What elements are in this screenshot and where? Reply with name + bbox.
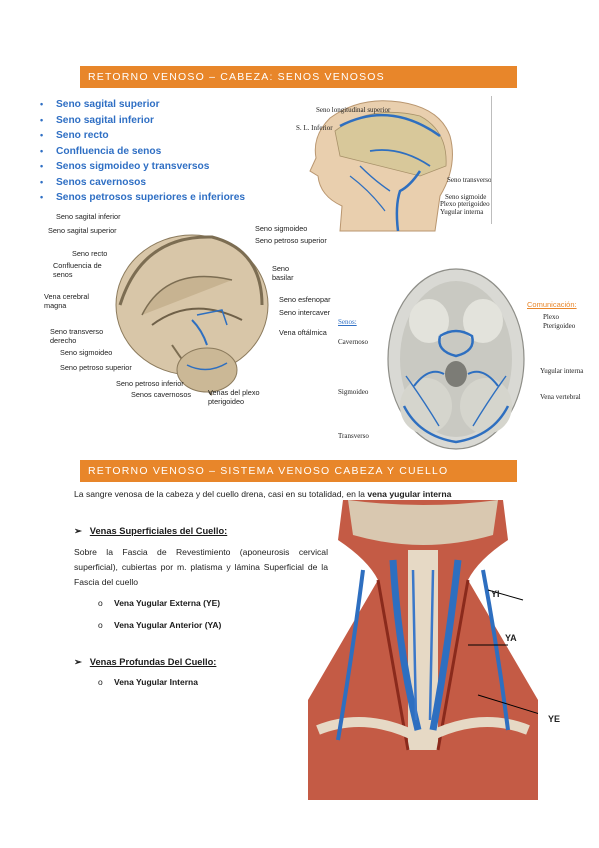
- superficiales-text: Sobre la Fascia de Revestimiento (aponeu…: [74, 547, 328, 587]
- label-ya: YA: [505, 633, 517, 643]
- label-sigmoideo-right: Seno sigmoideo: [255, 224, 308, 233]
- arrow-icon: ➢: [74, 657, 82, 667]
- bullet-icon: •: [40, 192, 44, 202]
- arrow-icon: ➢: [74, 526, 82, 536]
- circle-icon: o: [98, 598, 103, 608]
- label-vena-oftalmica: Vena oftálmica: [279, 328, 327, 337]
- label-sagital-inferior: Seno sagital inferior: [56, 212, 121, 221]
- section2-banner: RETORNO VENOSO – SISTEMA VENOSO CABEZA Y…: [80, 460, 517, 482]
- section1-banner: RETORNO VENOSO – CABEZA: SENOS VENOSOS: [80, 66, 517, 88]
- label-seno-transverso: Seno transverso: [447, 176, 492, 184]
- label-recto: Seno recto: [72, 249, 108, 258]
- bullet-icon: •: [40, 145, 44, 156]
- label-yugular-interna-base: Yugular interna: [540, 367, 584, 375]
- superficiales-title: ➢Venas Superficiales del Cuello:: [74, 526, 228, 536]
- label-esfenoparietal: Seno esfenopar: [279, 295, 331, 304]
- bullet-icon: •: [40, 99, 44, 109]
- bullet-icon: •: [40, 114, 44, 125]
- label-ye: YE: [548, 714, 561, 724]
- list-item: •Senos cavernosos: [40, 175, 245, 191]
- label-petroso-inferior: Seno petroso inferior: [116, 379, 184, 388]
- label-vena-vertebral: Vena vertebral: [540, 393, 581, 401]
- label-cavernoso: Cavernoso: [338, 338, 368, 346]
- list-item: •Senos sigmoideo y transversos: [40, 159, 245, 175]
- dura-sinus-illustration: [112, 225, 272, 405]
- label-transverso-derecho: Seno transverso derecho: [50, 327, 104, 345]
- list-item: •Seno sagital superior: [40, 97, 245, 113]
- label-petroso-superior-right: Seno petroso superior: [255, 236, 327, 245]
- label-transverso-base: Transverso: [338, 432, 369, 440]
- label-plexo-pterigoideo: Plexo Pterigoideo: [543, 313, 576, 330]
- label-cavernosos: Senos cavernosos: [131, 390, 192, 399]
- neck-veins-illustration: [308, 495, 544, 800]
- label-comunicacion: Comunicación:: [527, 300, 577, 309]
- label-intercavernoso: Seno intercaver: [279, 308, 331, 317]
- circle-icon: o: [98, 620, 103, 630]
- profundas-title: ➢Venas Profundas Del Cuello:: [74, 657, 217, 667]
- list-item: •Confluencia de senos: [40, 144, 245, 160]
- bullet-icon: •: [40, 176, 44, 187]
- label-petroso-superior-left: Seno petroso superior: [60, 363, 132, 372]
- label-basilar: Seno basilar: [272, 264, 294, 282]
- sinus-list: •Seno sagital superior •Seno sagital inf…: [40, 97, 245, 206]
- label-confluencia: Confluencia de senos: [53, 261, 102, 279]
- label-yugular: Yugular interna: [440, 208, 484, 216]
- bullet-icon: •: [40, 130, 44, 140]
- label-seno-longitudinal: Seno longitudinal superior: [316, 106, 391, 114]
- divider: [491, 96, 492, 224]
- head-lateral-illustration: [300, 96, 490, 236]
- intro-paragraph: La sangre venosa de la cabeza y del cuel…: [74, 489, 452, 499]
- bullet-icon: •: [40, 161, 44, 171]
- label-senos: Senos:: [338, 318, 357, 326]
- circle-icon: o: [98, 677, 103, 687]
- list-item: •Seno sagital inferior: [40, 113, 245, 129]
- list-item: •Senos petrosos superiores e inferiores: [40, 190, 245, 206]
- label-sigmoideo-left: Seno sigmoideo: [60, 348, 113, 357]
- label-sl-inferior: S. L. Inferior: [296, 124, 333, 132]
- label-seno-sigmoide: Seno sigmoide: [445, 193, 487, 201]
- label-sagital-superior: Seno sagital superior: [48, 226, 117, 235]
- label-sigmoideo-base: Sigmoideo: [338, 388, 369, 396]
- label-vena-cerebral: Vena cerebral magna: [44, 292, 90, 310]
- list-item: •Seno recto: [40, 128, 245, 144]
- label-yi: YI: [491, 589, 500, 599]
- skull-base-illustration: [384, 266, 528, 452]
- label-plexo: Plexo pterigoideo: [440, 200, 490, 208]
- label-venas-plexo: Venas del plexo pterigoideo: [208, 388, 260, 406]
